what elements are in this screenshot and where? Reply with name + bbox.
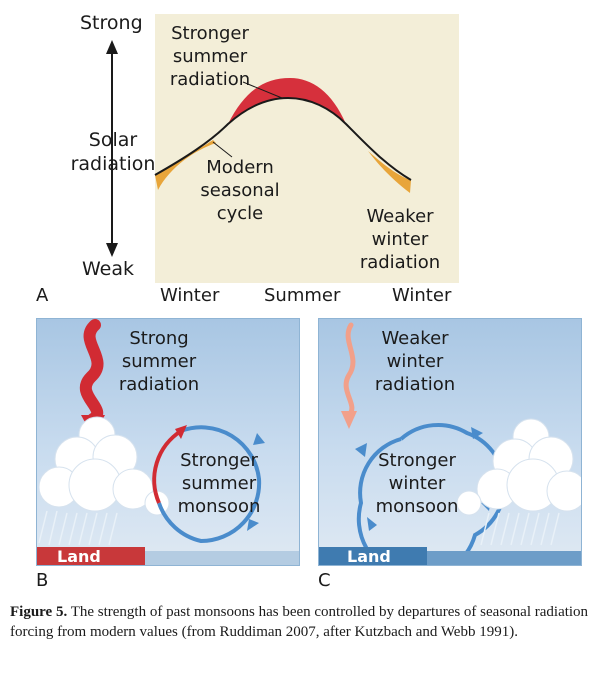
- x-label-summer: Summer: [264, 285, 341, 306]
- circulation-arrow-bottom-right-icon: [247, 519, 259, 531]
- label-modern-line2: seasonal: [200, 180, 280, 201]
- sea-strip: [145, 551, 299, 565]
- land-strip: [319, 547, 427, 565]
- radiation-label-line3: radiation: [374, 374, 456, 395]
- summer-excess-area: [228, 78, 346, 124]
- x-label-winter-right: Winter: [392, 285, 452, 306]
- panel-letter-a: A: [36, 285, 49, 306]
- monsoon-circulation-rising-segment: [152, 429, 183, 504]
- label-stronger-summer-radiation: Stronger summer radiation: [160, 22, 260, 91]
- axis-label-weak: Weak: [82, 258, 135, 280]
- storm-cloud-icon: [38, 416, 170, 516]
- label-stronger-line2: summer: [172, 46, 248, 67]
- label-weaker-winter-radiation: Weaker winter radiation: [345, 205, 455, 274]
- axis-label-solar-radiation: Solar radiation: [58, 128, 168, 176]
- figure-caption: Figure 5. The strength of past monsoons …: [10, 602, 598, 642]
- sea-strip: [427, 551, 581, 565]
- radiation-arrowhead-icon: [341, 411, 357, 429]
- panel-a-diagram: [106, 40, 412, 257]
- pointer-stronger-line: [242, 81, 283, 99]
- monsoon-label-line2: winter: [388, 473, 446, 494]
- radiation-label-line1: Weaker: [381, 328, 449, 349]
- rain-streaks-icon: [480, 512, 560, 546]
- axis-label-solar: Solar: [88, 129, 138, 151]
- radiation-label-line2: summer: [121, 351, 197, 372]
- panel-a-background: [155, 14, 459, 283]
- monsoon-label-line1: Stronger: [378, 450, 456, 471]
- monsoon-label-line1: Stronger: [180, 450, 258, 471]
- x-label-winter-left: Winter: [160, 285, 220, 306]
- radiation-arrow-line: [343, 322, 356, 418]
- axis-label-strong: Strong: [80, 12, 143, 34]
- circulation-arrow-top-right-icon: [253, 433, 265, 445]
- panel-c: Weaker winter radiation Stronger winter …: [318, 318, 582, 566]
- radiation-label-line1: Strong: [129, 328, 189, 349]
- radiation-label: Weaker winter radiation: [355, 327, 475, 396]
- label-weaker-line1: Weaker: [366, 206, 434, 227]
- panel-c-diagram: [319, 322, 581, 565]
- radiation-label-line2: winter: [386, 351, 444, 372]
- label-weaker-line2: winter: [371, 229, 429, 250]
- radiation-label-line3: radiation: [118, 374, 200, 395]
- radiation-arrow-line: [79, 319, 104, 425]
- panel-letter-b: B: [36, 570, 49, 591]
- monsoon-label-line3: monsoon: [375, 496, 459, 517]
- land-strip: [37, 547, 145, 565]
- label-stronger-line1: Stronger: [171, 23, 249, 44]
- label-modern-line3: cycle: [216, 203, 264, 224]
- label-modern-seasonal-cycle: Modern seasonal cycle: [190, 156, 290, 225]
- storm-cloud-icon: [456, 418, 581, 516]
- land-label: Land: [57, 547, 101, 566]
- circulation-arrow-top-right-icon: [471, 427, 483, 439]
- monsoon-circulation-loop: [157, 425, 262, 544]
- arrow-up-icon: [106, 40, 118, 54]
- winter-deficit-left-area: [155, 140, 216, 190]
- pointer-modern-line: [212, 141, 233, 158]
- label-modern-line1: Modern: [206, 157, 274, 178]
- caption-text: The strength of past monsoons has been c…: [10, 604, 589, 640]
- rain-streaks-icon: [38, 510, 118, 546]
- land-label: Land: [347, 547, 391, 566]
- winter-deficit-right-area: [368, 151, 411, 193]
- circulation-arrow-top-left-icon: [355, 443, 367, 457]
- circulation-arrow-top-left-icon: [175, 425, 187, 439]
- axis-label-radiation: radiation: [70, 153, 156, 175]
- monsoon-label-line2: summer: [181, 473, 257, 494]
- monsoon-label: Stronger winter monsoon: [365, 449, 469, 518]
- panel-letter-c: C: [318, 570, 331, 591]
- arrow-down-icon: [106, 243, 118, 257]
- circulation-arrow-bottom-left-icon: [367, 517, 377, 531]
- modern-seasonal-curve: [154, 96, 412, 181]
- label-stronger-line3: radiation: [169, 69, 251, 90]
- monsoon-label: Stronger summer monsoon: [167, 449, 271, 518]
- radiation-label: Strong summer radiation: [99, 327, 219, 396]
- caption-label: Figure 5.: [10, 604, 68, 620]
- label-weaker-line3: radiation: [359, 252, 441, 273]
- panel-b: Strong summer radiation Stronger summer …: [36, 318, 300, 566]
- monsoon-label-line3: monsoon: [177, 496, 261, 517]
- panel-b-diagram: [37, 319, 299, 565]
